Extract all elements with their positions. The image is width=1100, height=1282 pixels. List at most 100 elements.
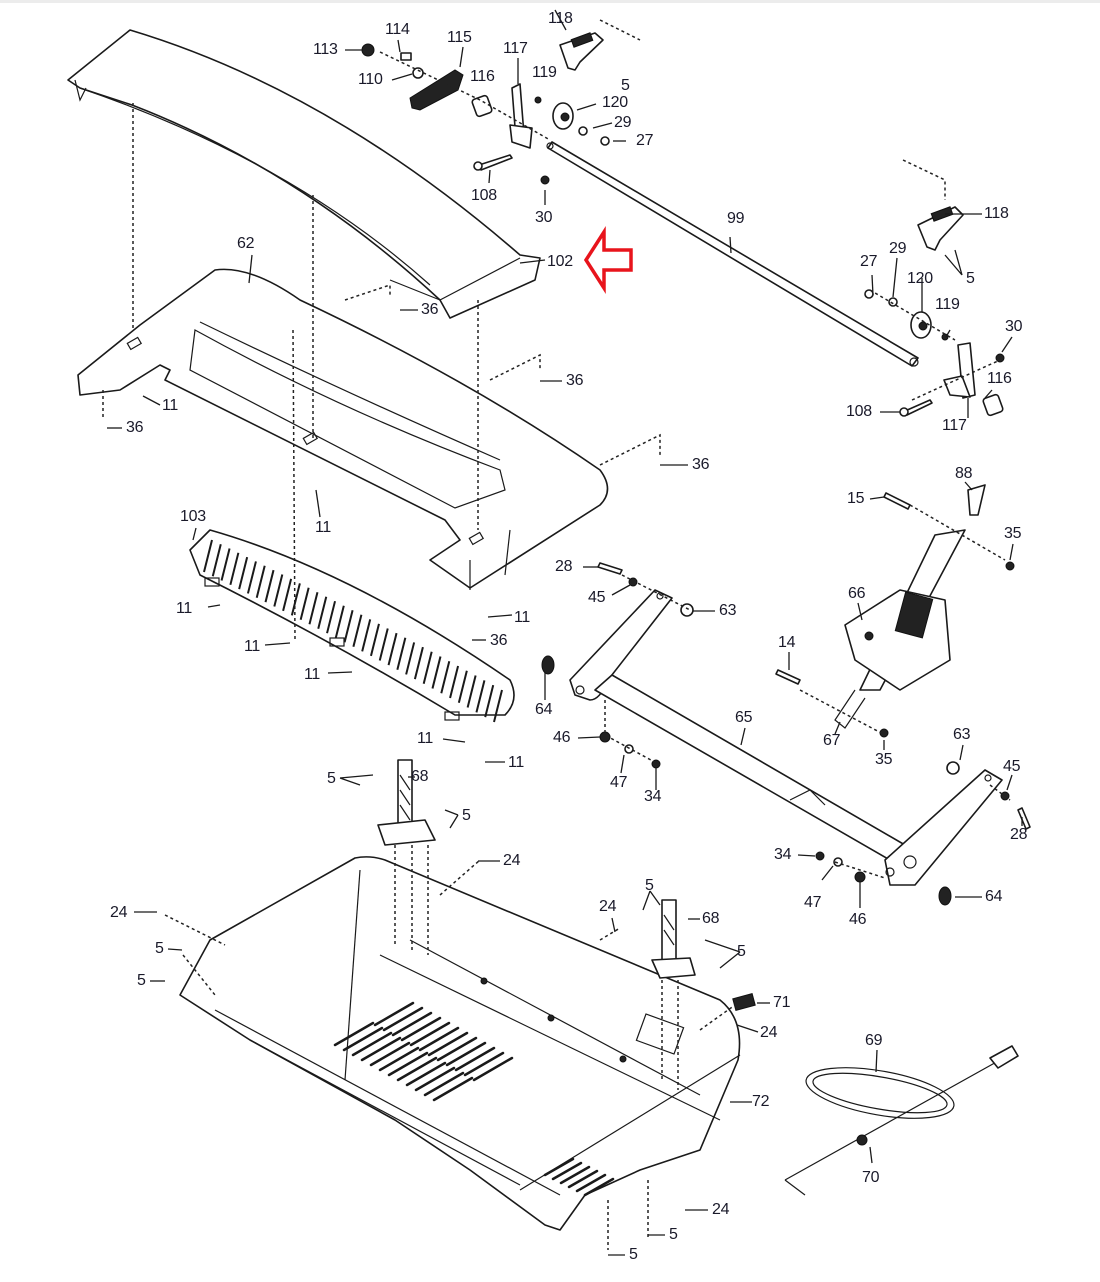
upright-right-part-68[interactable] (651, 899, 696, 979)
bushing-part-116-top[interactable] (471, 94, 493, 118)
spacer-46-left[interactable] (599, 731, 611, 743)
spacer-114[interactable] (400, 52, 412, 61)
base-vents (333, 1001, 615, 1197)
bracket-part-117-right[interactable] (943, 342, 976, 399)
part-label: 63 (953, 726, 971, 743)
clip-119-top[interactable] (534, 96, 542, 104)
bolt-14[interactable] (775, 669, 801, 685)
part-label: 27 (860, 253, 878, 270)
part-label: 5 (462, 807, 471, 824)
part-label: 34 (644, 788, 662, 805)
part-label: 114 (385, 21, 410, 38)
axle-part-99[interactable] (546, 141, 919, 367)
leader-lines (107, 9, 1023, 1256)
spacer-46-right[interactable] (854, 871, 866, 883)
part-label: 64 (985, 888, 1003, 905)
top-border (0, 0, 1100, 3)
power-cord-part-69[interactable] (784, 1045, 1019, 1196)
spacer-110[interactable] (412, 67, 424, 79)
vent-slot (333, 1021, 375, 1047)
grill-slat (475, 680, 486, 713)
part-label: 5 (669, 1226, 678, 1243)
vent-slot (463, 1051, 505, 1077)
switch-part-71[interactable] (732, 993, 756, 1011)
bracket-part-118-top[interactable] (559, 32, 604, 71)
part-label: 117 (503, 40, 528, 57)
part-label: 11 (304, 666, 321, 683)
roller-64-left[interactable] (541, 655, 555, 675)
part-label: 27 (636, 132, 654, 149)
bolt-part-108-right[interactable] (899, 399, 933, 417)
base-cover-part-72[interactable] (179, 856, 741, 1231)
vent-slot (400, 1016, 442, 1042)
bracket-part-118-right[interactable] (917, 206, 964, 251)
bolt-15[interactable] (883, 492, 911, 510)
frame-link-part-65[interactable] (569, 589, 1003, 886)
grill-slat (405, 642, 416, 675)
vent-slot (409, 1021, 451, 1047)
hood-base-part-62[interactable] (77, 268, 609, 590)
grill-slats (203, 539, 503, 723)
part-label: 118 (548, 10, 573, 27)
grill-slat (264, 569, 275, 603)
nut-35-top[interactable] (1005, 561, 1015, 571)
grill-slat (457, 670, 468, 703)
part-label: 24 (110, 904, 128, 921)
grill-slat (431, 656, 442, 689)
part-label: 62 (237, 235, 255, 252)
vent-slot (436, 1036, 478, 1062)
part-label: 24 (712, 1201, 730, 1218)
vent-slot (373, 1001, 415, 1027)
vent-slot (360, 1036, 402, 1062)
washer-29-right[interactable] (888, 297, 898, 307)
cord-clip-part-70[interactable] (856, 1134, 868, 1146)
grill-slat (317, 596, 328, 629)
nut-34-right[interactable] (815, 851, 825, 861)
bracket-88[interactable] (967, 484, 986, 516)
upright-left-part-68[interactable] (377, 759, 436, 846)
nut-30-right[interactable] (995, 353, 1005, 363)
roller-part-120-top[interactable] (552, 102, 574, 130)
grill-slat (352, 614, 363, 648)
bolt-28-right[interactable] (1017, 807, 1031, 830)
vent-slot (567, 1169, 599, 1189)
grill-slat (466, 675, 477, 708)
part-label: 115 (447, 29, 472, 46)
vent-slot (472, 1056, 514, 1082)
grill-slat (211, 544, 222, 577)
part-label: 30 (535, 209, 553, 226)
vent-slot (454, 1046, 496, 1072)
part-label: 11 (417, 730, 434, 747)
washer-63-left[interactable] (680, 603, 694, 617)
part-label: 11 (176, 600, 193, 617)
nut-45-left[interactable] (628, 577, 638, 587)
grill-slat (440, 660, 451, 694)
grill-slat (326, 600, 337, 634)
roller-64-right[interactable] (938, 886, 952, 906)
vent-slot (387, 1051, 429, 1077)
vent-slot (391, 1011, 433, 1037)
roller-part-120-right[interactable] (910, 311, 932, 339)
washer-47-right[interactable] (833, 857, 843, 867)
part-label: 46 (553, 729, 571, 746)
part-label: 66 (848, 585, 866, 602)
washer-47-left[interactable] (624, 744, 634, 754)
screw-27-top[interactable] (600, 136, 610, 146)
grill-part-103[interactable] (189, 529, 515, 723)
bushing-part-116-right[interactable] (982, 393, 1004, 417)
nut-30-top[interactable] (540, 175, 550, 185)
part-label: 30 (1005, 318, 1023, 335)
bolt-part-108-top[interactable] (473, 154, 513, 171)
grill-slat (493, 689, 503, 723)
washer-29-top[interactable] (578, 126, 588, 136)
grill-slat (308, 591, 319, 625)
bracket-part-117-top[interactable] (509, 83, 533, 149)
hood-part-102[interactable] (67, 29, 541, 319)
washer-63-right[interactable] (946, 761, 960, 775)
part-label: 118 (984, 205, 1009, 222)
bolt-28-left[interactable] (597, 562, 623, 575)
part-label: 119 (935, 296, 960, 313)
part-label: 5 (327, 770, 336, 787)
motor-part-66[interactable] (834, 529, 966, 729)
washer-113[interactable] (361, 43, 375, 57)
